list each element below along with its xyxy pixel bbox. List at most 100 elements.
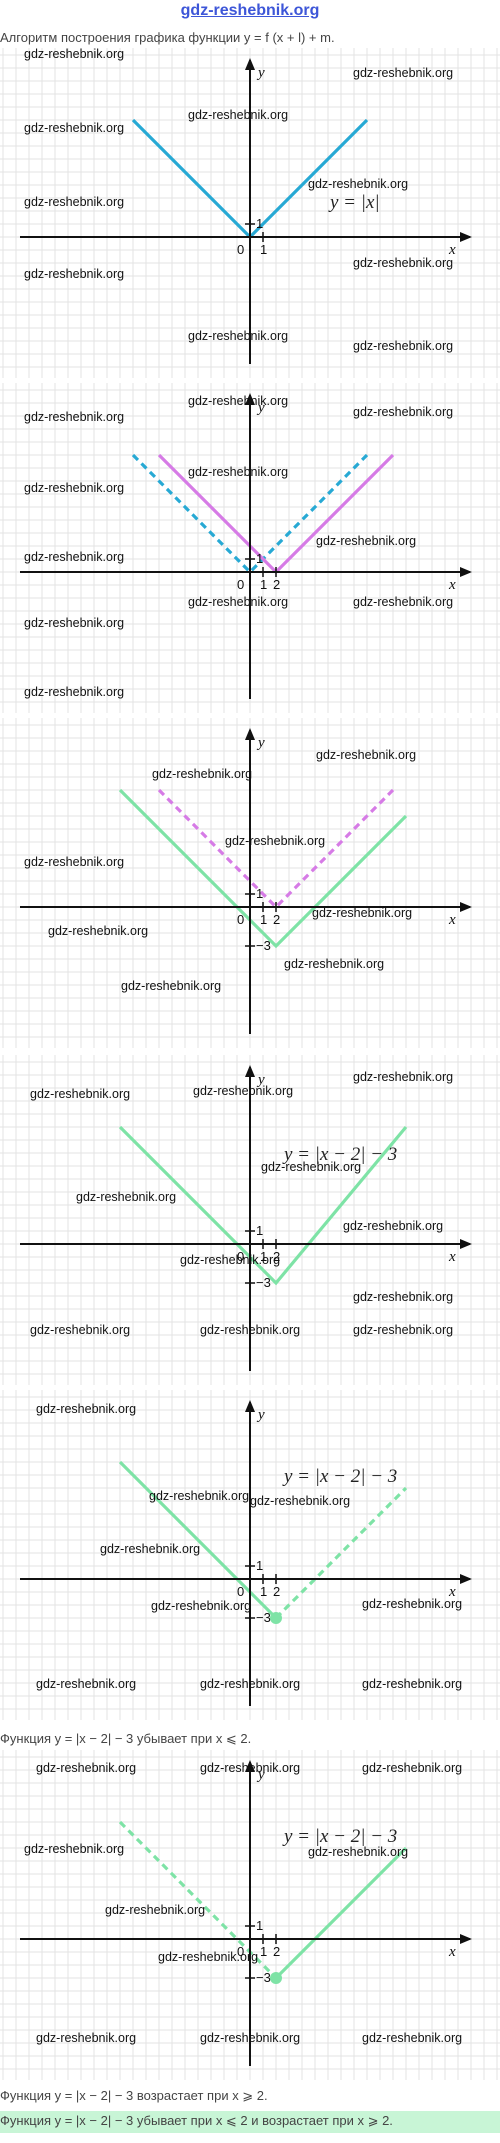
- x-axis-arrow: [460, 902, 472, 912]
- x-axis-label: x: [448, 912, 456, 928]
- y-axis-arrow: [245, 1065, 255, 1077]
- site-title[interactable]: gdz-reshebnik.org: [180, 2, 320, 19]
- y-axis-arrow: [245, 728, 255, 740]
- x-tick-label-1: 1: [260, 912, 267, 927]
- x-axis-arrow: [460, 567, 472, 577]
- y-tick-label-1: 1: [256, 551, 263, 566]
- watermark: gdz-reshebnik.org: [149, 1489, 249, 1503]
- watermark: gdz-reshebnik.org: [188, 108, 288, 122]
- y-axis-label: y: [256, 400, 265, 416]
- watermark: gdz-reshebnik.org: [24, 616, 124, 630]
- y-tick-label-minus-3: −3: [256, 1970, 271, 1985]
- graph-shifted: [118, 788, 408, 949]
- y-tick-label-minus-3: −3: [256, 1610, 271, 1625]
- watermark: gdz-reshebnik.org: [308, 1845, 408, 1859]
- caption-decreasing: Функция y = |x − 2| − 3 убывает при x ⩽ …: [0, 1731, 252, 1746]
- vertex-point: [270, 1612, 282, 1624]
- x-axis-arrow: [460, 232, 472, 242]
- y-tick-label-minus-3: −3: [256, 938, 271, 953]
- watermark: gdz-reshebnik.org: [36, 1677, 136, 1691]
- graph-right-branch-dashed: [274, 1486, 408, 1620]
- watermark: gdz-reshebnik.org: [48, 924, 148, 938]
- x-tick-label-2: 2: [273, 1944, 280, 1959]
- formula-label: y = |x − 2| − 3: [282, 1144, 397, 1165]
- watermark: gdz-reshebnik.org: [316, 534, 416, 548]
- watermark: gdz-reshebnik.org: [105, 1903, 205, 1917]
- watermark: gdz-reshebnik.org: [100, 1542, 200, 1556]
- watermark: gdz-reshebnik.org: [152, 767, 252, 781]
- x-tick-label-2: 2: [273, 1249, 280, 1264]
- watermark: gdz-reshebnik.org: [308, 177, 408, 191]
- origin-label: 0: [237, 912, 244, 927]
- watermark: gdz-reshebnik.org: [24, 550, 124, 564]
- heading: Алгоритм построения графика функции y = …: [0, 30, 335, 45]
- watermark: gdz-reshebnik.org: [36, 2031, 136, 2045]
- watermark: gdz-reshebnik.org: [180, 1253, 280, 1267]
- watermark: gdz-reshebnik.org: [200, 1677, 300, 1691]
- y-axis-arrow: [245, 1400, 255, 1412]
- watermark: gdz-reshebnik.org: [362, 1597, 462, 1611]
- watermark: gdz-reshebnik.org: [76, 1190, 176, 1204]
- y-axis-label: y: [256, 65, 265, 81]
- watermark: gdz-reshebnik.org: [24, 121, 124, 135]
- x-tick-label-1: 1: [260, 1944, 267, 1959]
- y-axis-label: y: [256, 1407, 265, 1423]
- y-tick-label-1: 1: [256, 1223, 263, 1238]
- watermark: gdz-reshebnik.org: [121, 979, 221, 993]
- x-axis-label: x: [448, 242, 456, 258]
- watermark: gdz-reshebnik.org: [353, 66, 453, 80]
- formula-label: y = |x|: [328, 192, 380, 213]
- watermark: gdz-reshebnik.org: [36, 1402, 136, 1416]
- grid: [0, 48, 500, 378]
- watermark: gdz-reshebnik.org: [193, 1084, 293, 1098]
- watermark: gdz-reshebnik.org: [151, 1599, 251, 1613]
- watermark: gdz-reshebnik.org: [353, 595, 453, 609]
- watermark: gdz-reshebnik.org: [353, 1070, 453, 1084]
- watermark: gdz-reshebnik.org: [200, 2031, 300, 2045]
- formula-label: y = |x − 2| − 3: [282, 1826, 397, 1847]
- watermark: gdz-reshebnik.org: [353, 256, 453, 270]
- watermark: gdz-reshebnik.org: [316, 748, 416, 762]
- y-tick-label-1: 1: [256, 1918, 263, 1933]
- graph-shifted: [118, 1125, 408, 1286]
- watermark: gdz-reshebnik.org: [24, 267, 124, 281]
- x-tick-label-1: 1: [260, 1584, 267, 1599]
- watermark: gdz-reshebnik.org: [24, 48, 124, 61]
- y-axis-label: y: [256, 735, 265, 751]
- watermark: gdz-reshebnik.org: [24, 685, 124, 699]
- watermark: gdz-reshebnik.org: [362, 1677, 462, 1691]
- watermark: gdz-reshebnik.org: [24, 481, 124, 495]
- watermark: gdz-reshebnik.org: [250, 1494, 350, 1508]
- formula-label: y = |x − 2| − 3: [282, 1466, 397, 1487]
- y-axis-label: y: [256, 1072, 265, 1088]
- x-axis-label: x: [448, 1249, 456, 1265]
- x-axis-arrow: [460, 1239, 472, 1249]
- watermark: gdz-reshebnik.org: [353, 339, 453, 353]
- x-axis-arrow: [460, 1934, 472, 1944]
- watermark: gdz-reshebnik.org: [188, 465, 288, 479]
- x-axis-label: x: [448, 577, 456, 593]
- x-axis-arrow: [460, 1574, 472, 1584]
- watermark: gdz-reshebnik.org: [312, 906, 412, 920]
- y-axis-arrow: [245, 393, 255, 405]
- grid: [0, 718, 500, 1048]
- watermark: gdz-reshebnik.org: [158, 1950, 258, 1964]
- watermark: gdz-reshebnik.org: [362, 1761, 462, 1775]
- x-axis-label: x: [448, 1944, 456, 1960]
- watermark: gdz-reshebnik.org: [36, 1761, 136, 1775]
- caption-summary: Функция y = |x − 2| − 3 убывает при x ⩽ …: [0, 2111, 500, 2133]
- y-axis-label: y: [256, 1767, 265, 1783]
- watermark: gdz-reshebnik.org: [284, 957, 384, 971]
- watermark: gdz-reshebnik.org: [353, 1290, 453, 1304]
